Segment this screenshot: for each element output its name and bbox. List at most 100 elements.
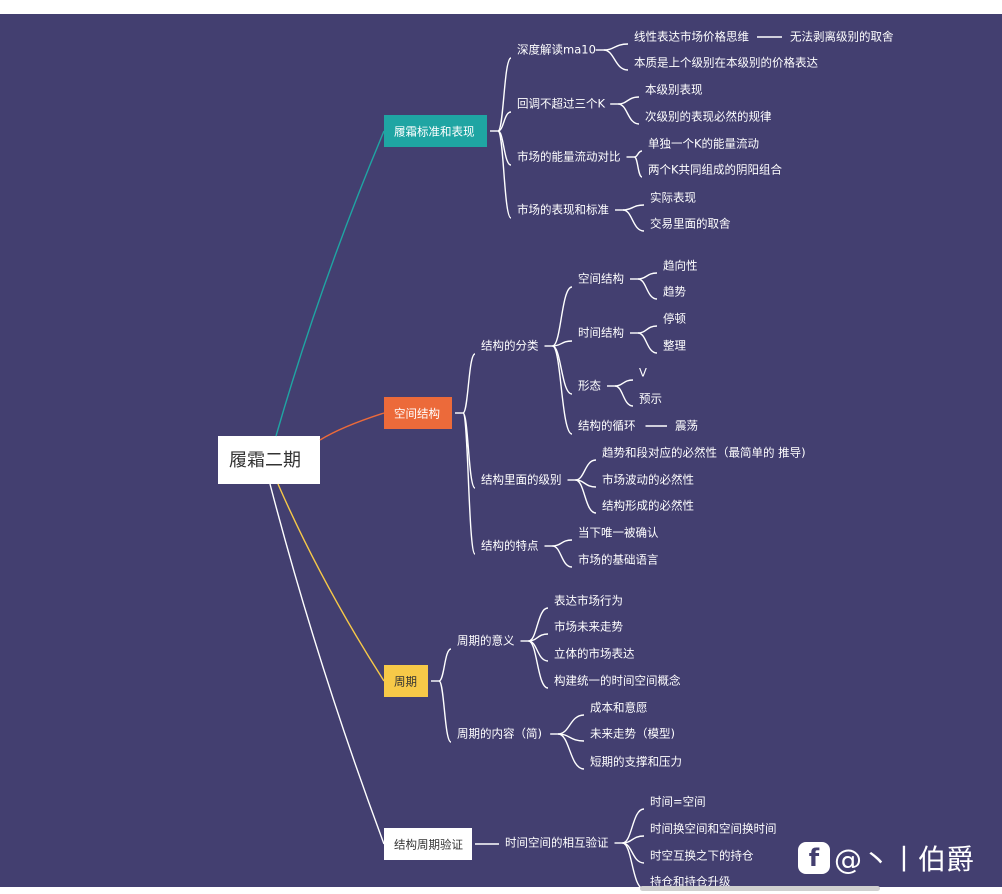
connector-line: [438, 680, 452, 743]
connector-line: [618, 103, 640, 125]
connector-line: [622, 204, 645, 211]
connector-line: [552, 539, 573, 547]
topic-node: 回调不超过三个K: [517, 97, 605, 111]
leaf-node: 时间=空间: [650, 795, 706, 809]
horizontal-scrollbar[interactable]: [640, 886, 880, 891]
connector-line: [637, 325, 658, 334]
leaf-node: 趋势和段对应的必然性（最简单的 推导): [602, 446, 806, 460]
watermark-text: @丶丨伯爵: [834, 843, 975, 876]
leaf-node: 市场的基础语言: [578, 553, 659, 567]
topic-node: 结构里面的级别: [481, 473, 562, 487]
connector-line: [618, 96, 640, 105]
branch-node-4[interactable]: [384, 828, 472, 860]
leaf-node: 交易里面的取舍: [650, 217, 731, 231]
connector-line: [552, 340, 573, 347]
leaf-node: 市场波动的必然性: [602, 473, 694, 487]
leaf-node: 线性表达市场价格思维: [634, 30, 749, 44]
topic-node: 市场的表现和标准: [517, 203, 609, 217]
watermark: f @丶丨伯爵: [798, 838, 974, 878]
connector-line: [551, 345, 573, 435]
connector-line: [497, 130, 512, 219]
connector-line: [497, 111, 512, 132]
connector-line: [622, 209, 645, 232]
connector-line: [462, 412, 476, 555]
leaf-node: 趋向性: [663, 259, 698, 273]
connector-line: [497, 57, 512, 132]
branch-node-label: 履霜标准和表现: [394, 125, 475, 139]
leaf-node: 预示: [639, 392, 662, 406]
subtopic-node: 时间结构: [578, 326, 624, 340]
connector-line: [633, 156, 643, 178]
leaf-node: 本级别表现: [645, 83, 703, 97]
leaf-node: 市场未来走势: [554, 620, 623, 634]
leaf-node: 整理: [663, 339, 686, 353]
leaf-node: 构建统一的时间空间概念: [554, 674, 681, 688]
connector-line: [622, 808, 645, 844]
connector-line: [614, 379, 634, 387]
topic-node: 周期的内容（简): [457, 727, 542, 741]
root-node-label: 履霜二期: [229, 450, 301, 471]
connector-line: [552, 545, 573, 568]
connector-line: [557, 733, 585, 770]
topic-node: 时间空间的相互验证: [505, 836, 609, 850]
topic-node: 周期的意义: [457, 634, 515, 648]
connector-line: [637, 272, 658, 280]
subtopic-node: 空间结构: [578, 272, 624, 286]
topic-node: 市场的能量流动对比: [517, 150, 621, 164]
connector-line: [622, 835, 645, 844]
leaf-node: 立体的市场表达: [554, 647, 635, 661]
connector-line: [575, 459, 597, 481]
branch-connector-line: [269, 483, 385, 845]
mindmap-diagram: 履霜二期 履霜标准和表现 深度解读ma10 线性表达市场价格思维 无法剥离级别的取舍本质…: [218, 30, 894, 888]
subtopic-node: 结构的循环: [578, 419, 636, 433]
leaf-node: 无法剥离级别的取舍: [790, 30, 894, 44]
zhihu-logo-icon: f: [798, 842, 830, 874]
leaf-node: 单独一个K的能量流动: [648, 137, 759, 151]
branch-node-1[interactable]: [384, 115, 487, 147]
subtopic-node: 形态: [578, 379, 601, 393]
connector-line: [637, 332, 658, 354]
leaf-node: 结构形成的必然性: [602, 499, 694, 513]
connector-line: [614, 385, 634, 407]
leaf-node: 时间换空间和空间换时间: [650, 822, 777, 836]
leaf-node: 实际表现: [650, 191, 696, 205]
connector-line: [637, 278, 658, 300]
branch-connector-line: [319, 412, 385, 441]
connector-line: [528, 640, 549, 689]
branch-node-3[interactable]: [384, 665, 428, 697]
branch-node-2[interactable]: [384, 397, 452, 429]
connector-line: [558, 714, 585, 735]
connector-line: [603, 43, 629, 51]
mindmap-canvas[interactable]: 履霜二期 履霜标准和表现 深度解读ma10 线性表达市场价格思维 无法剥离级别的取舍本质…: [0, 14, 1002, 887]
leaf-node: 时空互换之下的持仓: [650, 849, 754, 863]
leaf-node: 停顿: [663, 312, 686, 326]
leaf-node: 两个K共同组成的阴阳组合: [648, 163, 783, 177]
connector-line: [528, 607, 549, 642]
leaf-node: 表达市场行为: [554, 594, 623, 608]
topic-node: 深度解读ma10: [517, 43, 596, 57]
connector-line: [438, 648, 452, 682]
branch-connector-line: [277, 483, 385, 682]
topic-node: 结构的分类: [481, 339, 539, 353]
branch-node-label: 结构周期验证: [394, 838, 463, 852]
connector-line: [552, 345, 573, 395]
leaf-node: 短期的支撑和压力: [590, 755, 682, 769]
leaf-node: 本质是上个级别在本级别的价格表达: [634, 56, 818, 70]
root-node[interactable]: [218, 436, 320, 484]
connector-line: [622, 842, 642, 887]
leaf-node: 当下唯一被确认: [578, 526, 659, 540]
connector-line: [634, 150, 643, 158]
leaf-node: 趋势: [663, 285, 686, 299]
connector-line: [575, 479, 597, 514]
leaf-node: 未来走势（模型): [590, 727, 675, 741]
connector-line: [462, 353, 476, 414]
connector-line: [603, 49, 629, 71]
leaf-node: 成本和意愿: [590, 701, 648, 715]
connector-line: [551, 286, 573, 347]
branch-node-label: 周期: [394, 675, 417, 689]
topic-node: 结构的特点: [481, 539, 539, 553]
branch-node-label: 空间结构: [394, 407, 440, 421]
leaf-node: 震荡: [675, 419, 698, 433]
leaf-node: 持仓和持仓升级: [650, 875, 731, 888]
leaf-node: V: [639, 366, 647, 380]
